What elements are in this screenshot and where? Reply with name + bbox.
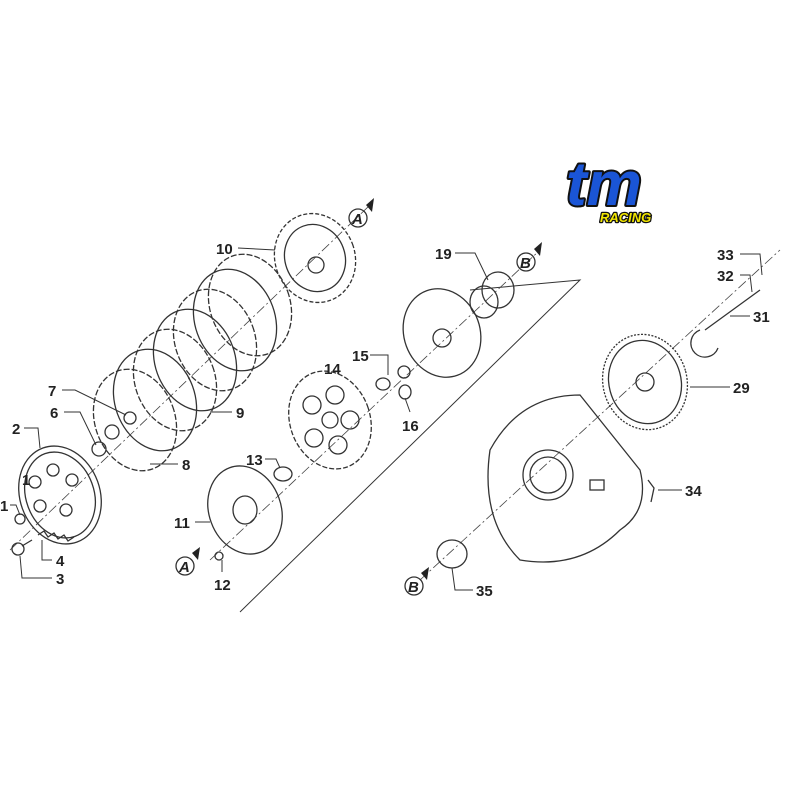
- callout-b-bottom: B: [404, 567, 429, 596]
- label-35: 35: [476, 583, 493, 600]
- label-8: 8: [182, 457, 190, 474]
- logo-brand: tm: [566, 150, 642, 219]
- label-10: 10: [216, 241, 233, 258]
- gasket-34: [647, 479, 655, 503]
- svg-text:A: A: [178, 559, 190, 576]
- callout-b-top: B: [516, 242, 542, 272]
- label-32: 32: [717, 268, 734, 285]
- assembly-axes: [9, 204, 781, 581]
- part-labels: 1 1 2 3 4 6 7 8 9 10 11 12 13 14 15 16 1…: [0, 241, 770, 600]
- section-frame: [239, 279, 582, 613]
- clutch-basket-10: [273, 212, 357, 304]
- label-19: 19: [435, 246, 452, 263]
- bearing-19: [469, 271, 515, 319]
- bushings-15-16: [375, 365, 412, 400]
- label-33: 33: [717, 247, 734, 264]
- callout-a-bottom: A: [175, 547, 200, 576]
- label-11: 11: [174, 515, 190, 532]
- label-13: 13: [246, 452, 263, 469]
- label-4: 4: [56, 553, 65, 570]
- callout-a-top: A: [348, 198, 374, 228]
- label-1b: 1: [22, 472, 30, 489]
- clutch-hub-14: [288, 370, 372, 470]
- plate-11: [207, 465, 283, 555]
- gear-29: [601, 333, 689, 431]
- disc-plate: [402, 288, 482, 378]
- spring-4: [37, 530, 75, 542]
- label-12: 12: [214, 577, 231, 594]
- svg-text:B: B: [408, 579, 419, 596]
- tm-racing-logo: tm RACING: [564, 148, 653, 226]
- label-14: 14: [324, 361, 341, 378]
- logo-sub: RACING: [600, 210, 651, 225]
- rod-31: [704, 289, 761, 331]
- label-2: 2: [12, 421, 20, 438]
- label-6: 6: [50, 405, 58, 422]
- washer-1: [14, 513, 26, 525]
- label-31: 31: [753, 309, 770, 326]
- bolt-3: [11, 539, 33, 556]
- clutch-plates-8-9: [92, 253, 293, 472]
- leader-lines: [10, 247, 763, 591]
- bushing-13: [273, 466, 293, 482]
- svg-text:A: A: [351, 211, 363, 228]
- pressure-plate-2: [18, 445, 102, 545]
- svg-text:B: B: [520, 255, 531, 272]
- pin-12: [214, 551, 224, 561]
- label-9: 9: [236, 405, 244, 422]
- label-34: 34: [685, 483, 702, 500]
- label-15: 15: [352, 348, 369, 365]
- cover-housing: [487, 394, 644, 563]
- circlip-30: [690, 329, 719, 358]
- label-16: 16: [402, 418, 419, 435]
- label-29: 29: [733, 380, 750, 397]
- washer-6-7: [91, 411, 137, 457]
- seal-35: [436, 539, 468, 569]
- label-7: 7: [48, 383, 56, 400]
- label-3: 3: [56, 571, 64, 588]
- label-1a: 1: [0, 498, 8, 515]
